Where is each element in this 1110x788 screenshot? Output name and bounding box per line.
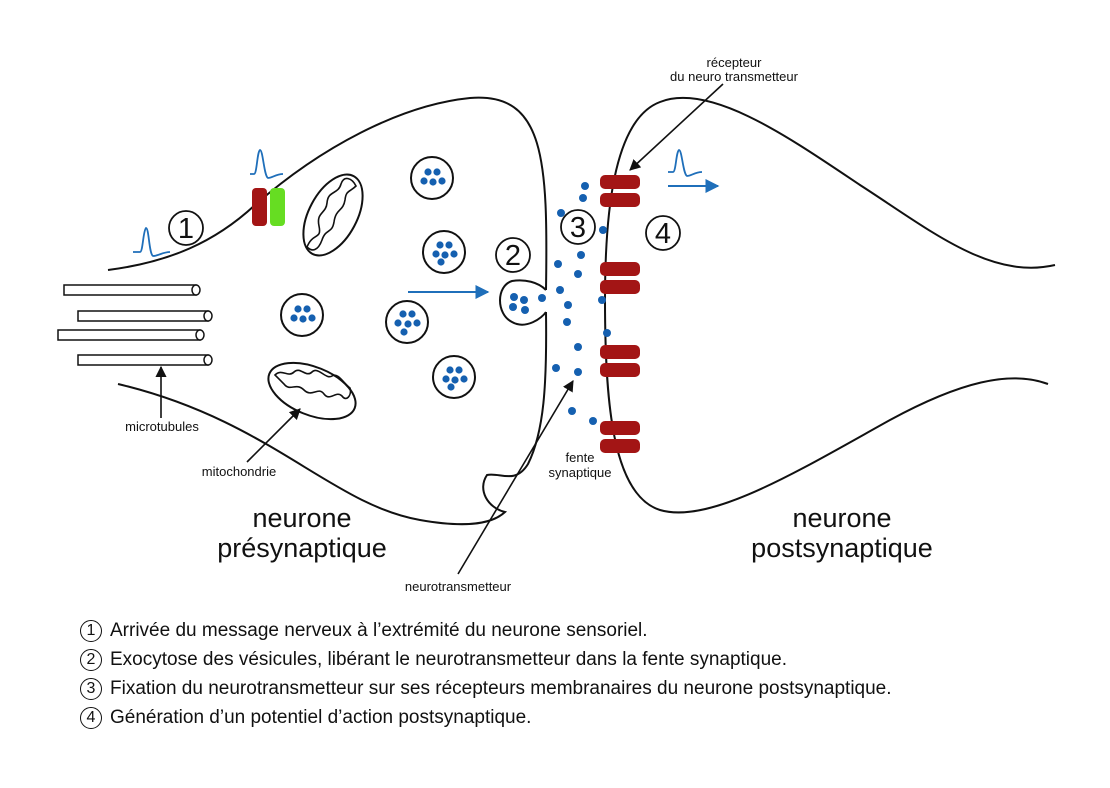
receptor-label-line1: récepteur (707, 55, 763, 70)
microtubule-end (191, 284, 201, 296)
microtubule (77, 310, 209, 322)
synaptic-cleft-label-line1: fente (566, 450, 595, 465)
action-potential-signal (250, 149, 284, 179)
microtubule-end (203, 354, 213, 366)
legend-item: 4 Génération d’un potentiel d’action pos… (80, 703, 1090, 732)
step-number-badge: 4 (80, 706, 102, 729)
postsynaptic-neuron-label-line2: postsynaptique (751, 533, 933, 563)
legend-text: Fixation du neurotransmetteur sur ses ré… (110, 678, 892, 699)
svg-text:3: 3 (570, 212, 586, 244)
legend-item: 2 Exocytose des vésicules, libérant le n… (80, 645, 1090, 674)
microtubule-end (203, 310, 213, 322)
legend-item: 3 Fixation du neurotransmetteur sur ses … (80, 674, 1090, 703)
step-marker-2: 2 (495, 237, 531, 273)
ion-channel (252, 188, 285, 226)
neurotransmitter-molecules (509, 182, 612, 425)
action-potential-signal (133, 227, 171, 257)
step-marker-3: 3 (560, 209, 596, 245)
vesicle (280, 293, 324, 337)
neurotransmitter-label: neurotransmetteur (405, 579, 512, 594)
action-potential-signal (668, 149, 703, 177)
synaptic-cleft-label-line2: synaptique (549, 465, 612, 480)
svg-text:4: 4 (655, 218, 671, 250)
receptor (600, 262, 640, 294)
mitochondrion-upper (302, 173, 364, 257)
pointer-arrow (246, 408, 301, 463)
presynaptic-membrane-top (107, 96, 548, 291)
mitochondria-label: mitochondrie (202, 464, 276, 479)
legend-text: Exocytose des vésicules, libérant le neu… (110, 649, 787, 670)
presynaptic-neuron-label-line2: présynaptique (217, 533, 387, 563)
presynaptic-neuron-label-line1: neurone (252, 503, 351, 533)
receptor-label-line2: du neuro transmetteur (670, 69, 799, 84)
legend-text: Arrivée du message nerveux à l’extrémité… (110, 620, 648, 641)
step-number-badge: 3 (80, 677, 102, 700)
microtubule (63, 284, 197, 296)
step-number-badge: 1 (80, 619, 102, 642)
vesicle (432, 355, 476, 399)
pointer-arrow (457, 380, 574, 575)
step-marker-4: 4 (645, 215, 681, 251)
step-marker-1: 1 (168, 210, 204, 246)
legend: 1 Arrivée du message nerveux à l’extrémi… (80, 616, 1090, 732)
microtubules (57, 284, 213, 366)
microtubules-label: microtubules (125, 419, 199, 434)
vesicle (385, 300, 429, 344)
mitochondrion-lower (267, 361, 357, 421)
pointer-arrow (629, 83, 724, 171)
presynaptic-terminal-bulge (499, 279, 547, 326)
receptor (600, 175, 640, 207)
microtubule-end (195, 329, 205, 341)
microtubule (57, 329, 201, 341)
svg-text:2: 2 (505, 240, 521, 272)
step-number-badge: 2 (80, 648, 102, 671)
legend-text: Génération d’un potentiel d’action posts… (110, 707, 532, 728)
vesicle (410, 156, 454, 200)
svg-text:1: 1 (178, 213, 194, 245)
vesicle (422, 230, 466, 274)
synapse-diagram: 1 2 3 4 récepteur du neuro transmetteur … (57, 55, 1056, 594)
receptor (600, 345, 640, 377)
legend-item: 1 Arrivée du message nerveux à l’extrémi… (80, 616, 1090, 645)
microtubule (77, 354, 209, 366)
postsynaptic-neuron-label-line1: neurone (792, 503, 891, 533)
postsynaptic-membrane (603, 96, 1056, 514)
receptor (600, 421, 640, 453)
